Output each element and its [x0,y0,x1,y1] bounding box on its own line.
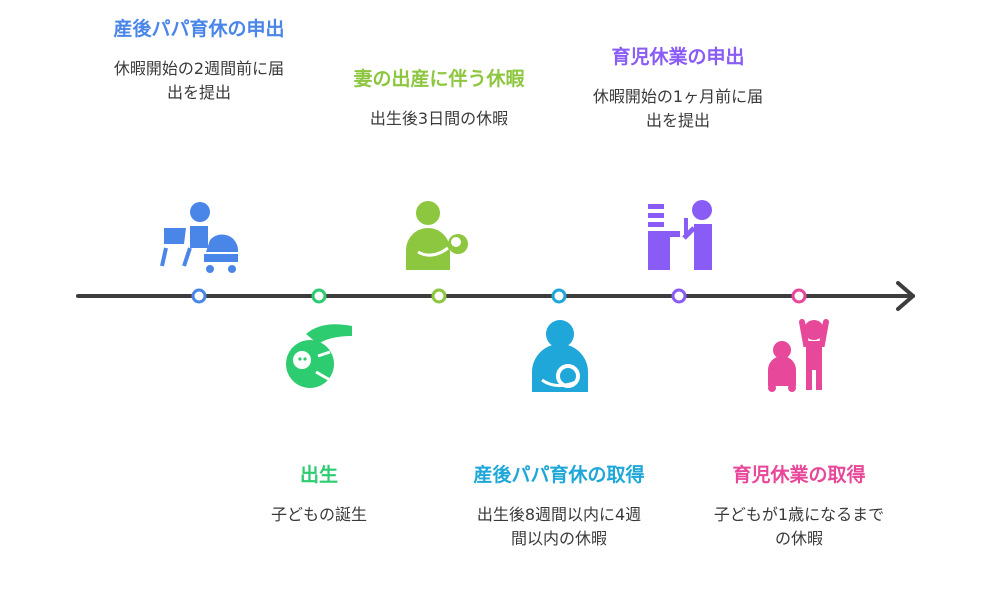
baby-in-hand-icon [286,324,352,388]
timeline-marker-3 [431,288,447,304]
timeline-marker-1 [191,288,207,304]
event-paternity-leave-request: 産後パパ育休の申出 休暇開始の2週間前に届出を提出 [88,16,310,105]
event-birth-leave: 妻の出産に伴う休暇 出生後3日間の休暇 [319,66,559,131]
person-at-desk-icon [648,200,712,270]
event-title: 産後パパ育休の取得 [473,464,645,486]
event-description: 休暇開始の1ヶ月前に届出を提出 [592,87,764,130]
adult-with-child-icon [768,319,829,392]
timeline-marker-2 [311,288,327,304]
event-title: 出生 [299,464,338,486]
timeline-marker-6 [791,288,807,304]
person-holding-baby-icon [406,201,468,270]
event-title: 産後パパ育休の申出 [113,18,285,40]
event-childcare-leave-request: 育児休業の申出 休暇開始の1ヶ月前に届出を提出 [568,44,788,133]
event-childcare-leave-taken: 育児休業の取得 子どもが1歳になるまでの休暇 [689,462,909,551]
event-title: 妻の出産に伴う休暇 [353,68,525,90]
event-title: 育児休業の取得 [732,464,866,486]
parent-holding-infant-icon [532,320,588,392]
event-description: 子どもが1歳になるまでの休暇 [713,505,885,548]
event-description: 子どもの誕生 [270,505,367,524]
timeline-marker-5 [671,288,687,304]
event-description: 出生後8週間以内に4週間以内の休暇 [476,505,642,548]
event-description: 休暇開始の2週間前に届出を提出 [113,59,285,102]
event-paternity-leave-taken: 産後パパ育休の取得 出生後8週間以内に4週間以内の休暇 [449,462,669,551]
event-title: 育児休業の申出 [611,46,745,68]
event-birth: 出生 子どもの誕生 [209,462,429,527]
person-laptop-stroller-icon [160,202,239,273]
timeline-marker-4 [551,288,567,304]
timeline-arrowhead [896,281,915,311]
event-description: 出生後3日間の休暇 [369,109,509,128]
